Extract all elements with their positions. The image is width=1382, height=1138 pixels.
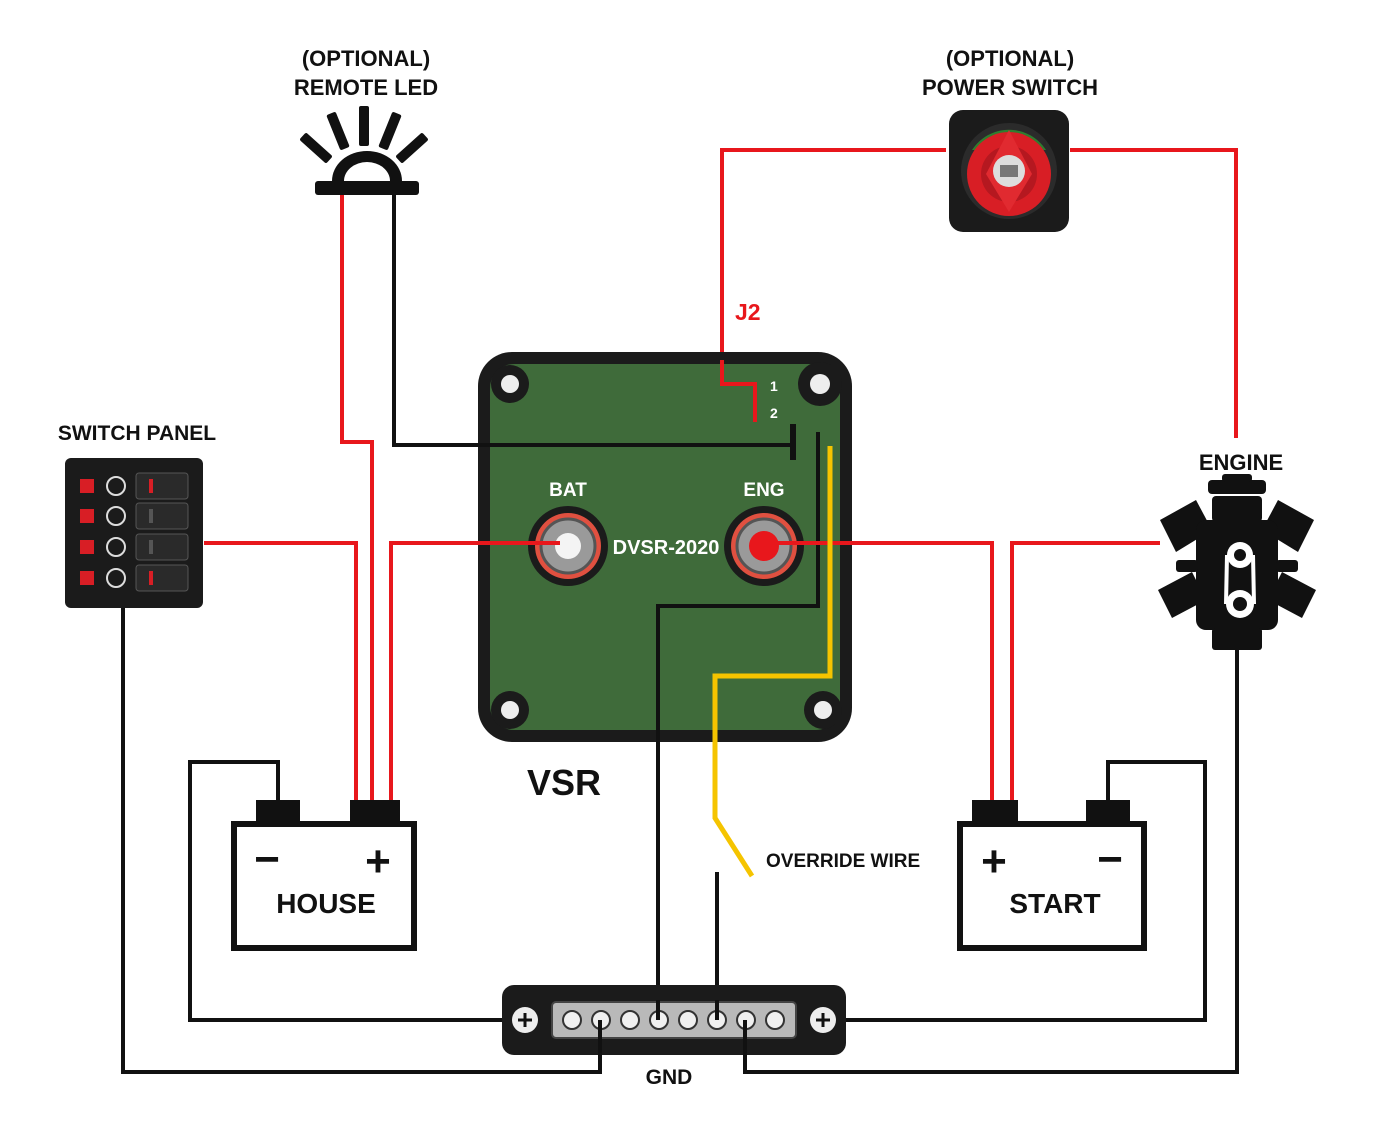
house-battery-icon [231, 800, 417, 951]
override-wire-label: OVERRIDE WIRE [766, 851, 920, 872]
eng-label: ENG [743, 480, 784, 501]
pin1-label: 1 [770, 378, 778, 394]
j2-label: J2 [735, 299, 761, 325]
override-wire [712, 446, 833, 878]
mounting-holes [491, 362, 842, 729]
vsr-label: VSR [527, 762, 601, 803]
j2-wire-top [720, 360, 757, 422]
vsr-board [478, 352, 852, 742]
start-minus-label: − [1097, 835, 1123, 884]
house-plus-label: + [365, 837, 391, 886]
engine-label: ENGINE [1199, 450, 1283, 475]
power-switch-optional-label: (OPTIONAL) [946, 46, 1074, 71]
switch-panel-switches [80, 472, 189, 592]
start-plus-label: + [981, 837, 1007, 886]
gnd-label: GND [646, 1066, 693, 1089]
eng-terminal [724, 506, 804, 586]
start-negative-wire [835, 760, 1207, 1022]
remote-led-label: REMOTE LED [294, 75, 438, 100]
switch-panel-label: SWITCH PANEL [58, 422, 216, 445]
start-battery-icon [957, 800, 1147, 951]
led-icon [300, 106, 428, 195]
bat-terminal [528, 506, 608, 586]
led-positive-wire [340, 195, 374, 806]
house-label: HOUSE [276, 888, 376, 919]
house-minus-label: − [254, 835, 280, 884]
switch-to-engine-wire [1070, 148, 1238, 438]
switch-panel-positive-wire [204, 541, 358, 806]
busbar-icon [502, 985, 846, 1055]
power-switch-label: POWER SWITCH [922, 75, 1098, 100]
busbar-screws [562, 1010, 785, 1030]
switch-panel-icon [65, 458, 203, 608]
battery-switch-icon [949, 110, 1069, 232]
start-label: START [1009, 888, 1100, 919]
j2-to-switch-wire [720, 148, 946, 386]
pin2-label: 2 [770, 405, 778, 421]
vsr-ground-wire-top [656, 432, 820, 742]
model-label: DVSR-2020 [613, 537, 720, 559]
engine-to-start-wire [1010, 541, 1160, 806]
bat-label: BAT [549, 480, 587, 501]
remote-led-optional-label: (OPTIONAL) [302, 46, 430, 71]
house-negative-wire [188, 760, 512, 1022]
connector-block [790, 424, 796, 460]
engine-icon [1158, 474, 1316, 650]
